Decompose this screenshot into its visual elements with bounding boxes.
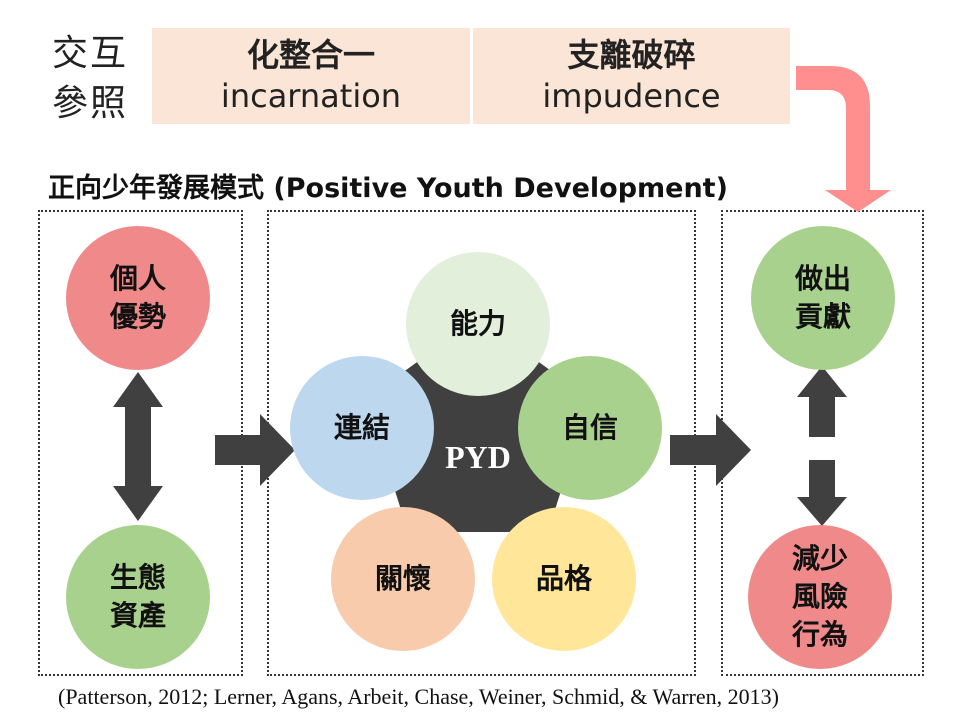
- circle-contribution: 做出 貢獻: [751, 226, 895, 370]
- concept-divider: [471, 28, 473, 124]
- arrow-center-to-right: [670, 414, 751, 486]
- pyd-hub-label: PYD: [445, 439, 511, 475]
- circle-competence: 能力: [406, 252, 550, 396]
- circle-risk-reduction: 減少 風險 行為: [748, 525, 892, 669]
- arrow-left-to-center: [215, 414, 295, 486]
- circle-confidence: 自信: [518, 356, 662, 500]
- concept-en: incarnation: [220, 77, 402, 115]
- right-up-arrow: [797, 366, 847, 437]
- citation: (Patterson, 2012; Lerner, Agans, Arbeit,…: [58, 684, 779, 709]
- circle-character: 品格: [492, 507, 636, 651]
- pink-curved-arrow: [796, 66, 891, 212]
- concept-en: impudence: [542, 77, 721, 115]
- right-down-arrow: [797, 460, 847, 526]
- circle-ecological-assets: 生態 資產: [66, 525, 210, 669]
- concept-box-incarnation: 化整合一 incarnation: [152, 28, 470, 124]
- circle-caring: 關懷: [331, 507, 475, 651]
- left-double-arrow: [113, 372, 163, 521]
- header-label-line2: 參照: [52, 83, 129, 124]
- circle-connection: 連結: [290, 356, 434, 500]
- concept-zh: 化整合一: [246, 36, 375, 74]
- header-label-line1: 交互: [52, 33, 129, 74]
- concept-box-impudence: 支離破碎 impudence: [473, 28, 790, 124]
- concept-zh: 支離破碎: [567, 36, 696, 74]
- section-title: 正向少年發展模式 (Positive Youth Development): [48, 173, 728, 204]
- pyd-hub-pentagon: [366, 318, 590, 532]
- circle-personal-strengths: 個人 優勢: [66, 226, 210, 370]
